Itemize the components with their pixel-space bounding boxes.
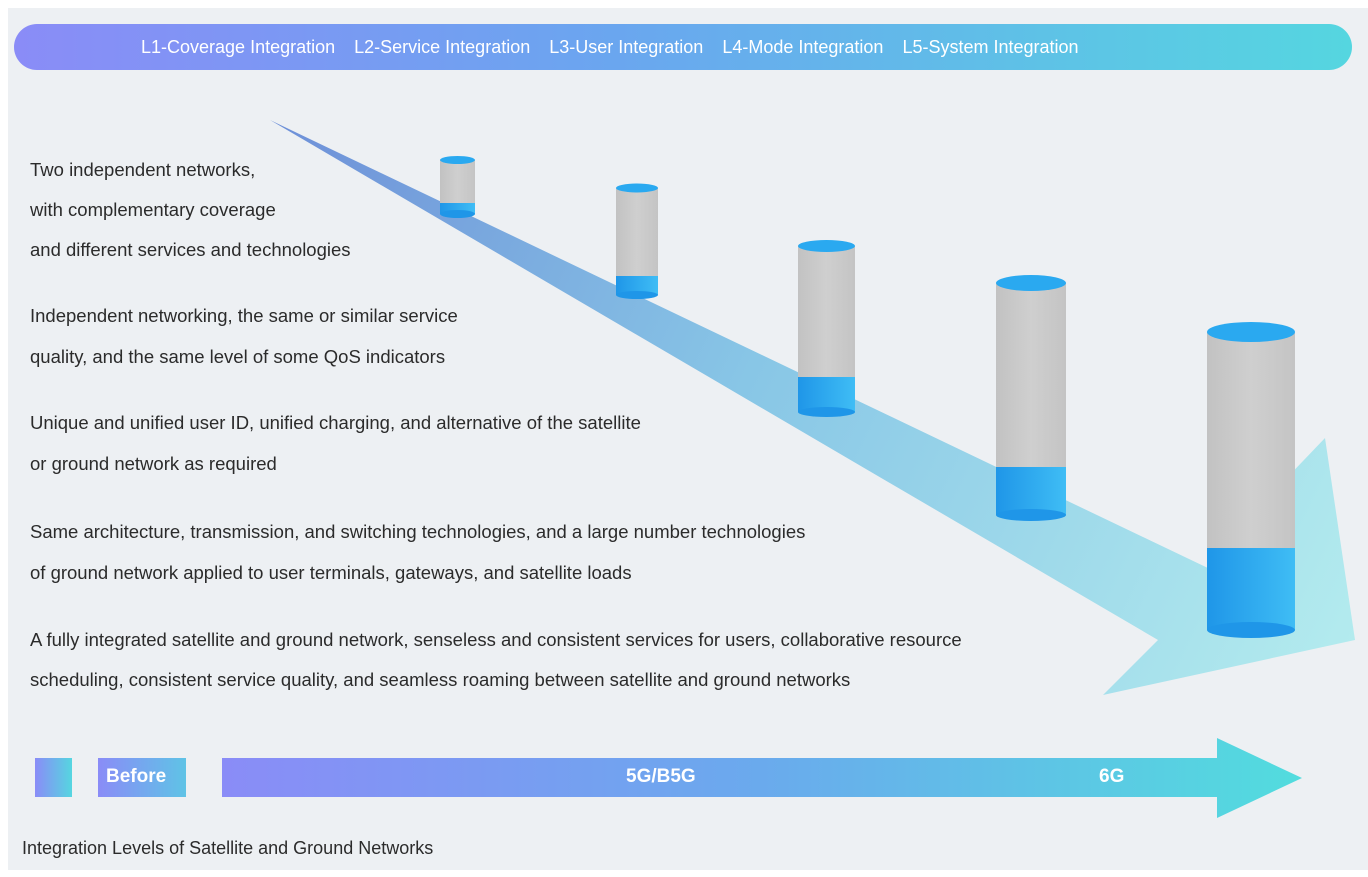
cylinder-l1 bbox=[440, 156, 475, 218]
description-l3-line-2: or ground network as required bbox=[30, 453, 277, 474]
diagram-canvas bbox=[8, 8, 1368, 870]
level-label-l3: L3-User Integration bbox=[549, 36, 704, 57]
timeline-6g-label: 6G bbox=[1099, 766, 1125, 787]
description-l5-line-2: scheduling, consistent service quality, … bbox=[30, 669, 851, 690]
description-l1-line-3: and different services and technologies bbox=[30, 239, 351, 260]
timeline-5g-label: 5G/B5G bbox=[626, 766, 696, 787]
cylinder-l4 bbox=[996, 275, 1066, 521]
cylinder-l5 bbox=[1207, 322, 1295, 638]
level-label-l2: L2-Service Integration bbox=[354, 36, 531, 57]
figure-caption: Integration Levels of Satellite and Grou… bbox=[22, 838, 434, 858]
description-l2-line-1: Independent networking, the same or simi… bbox=[30, 305, 458, 326]
timeline-before-label: Before bbox=[106, 766, 167, 787]
description-l5-line-1: A fully integrated satellite and ground … bbox=[30, 629, 962, 650]
description-l2-line-2: quality, and the same level of some QoS … bbox=[30, 346, 446, 367]
description-l1-line-1: Two independent networks, bbox=[30, 159, 256, 180]
timeline-small-swatch bbox=[35, 758, 72, 797]
level-label-l1: L1-Coverage Integration bbox=[141, 36, 336, 57]
description-l1-line-2: with complementary coverage bbox=[30, 199, 276, 220]
description-l4-line-1: Same architecture, transmission, and swi… bbox=[30, 521, 806, 542]
description-l4-line-2: of ground network applied to user termin… bbox=[30, 562, 632, 583]
description-l3-line-1: Unique and unified user ID, unified char… bbox=[30, 412, 641, 433]
cylinder-l2 bbox=[616, 183, 658, 299]
level-label-l5: L5-System Integration bbox=[902, 36, 1079, 57]
integration-levels-bar: L1-Coverage Integration L2-Service Integ… bbox=[14, 24, 1352, 70]
level-label-l4: L4-Mode Integration bbox=[722, 36, 884, 57]
timeline-before-box bbox=[98, 758, 186, 797]
timeline-arrow bbox=[222, 738, 1302, 818]
cylinder-l3 bbox=[798, 240, 855, 417]
